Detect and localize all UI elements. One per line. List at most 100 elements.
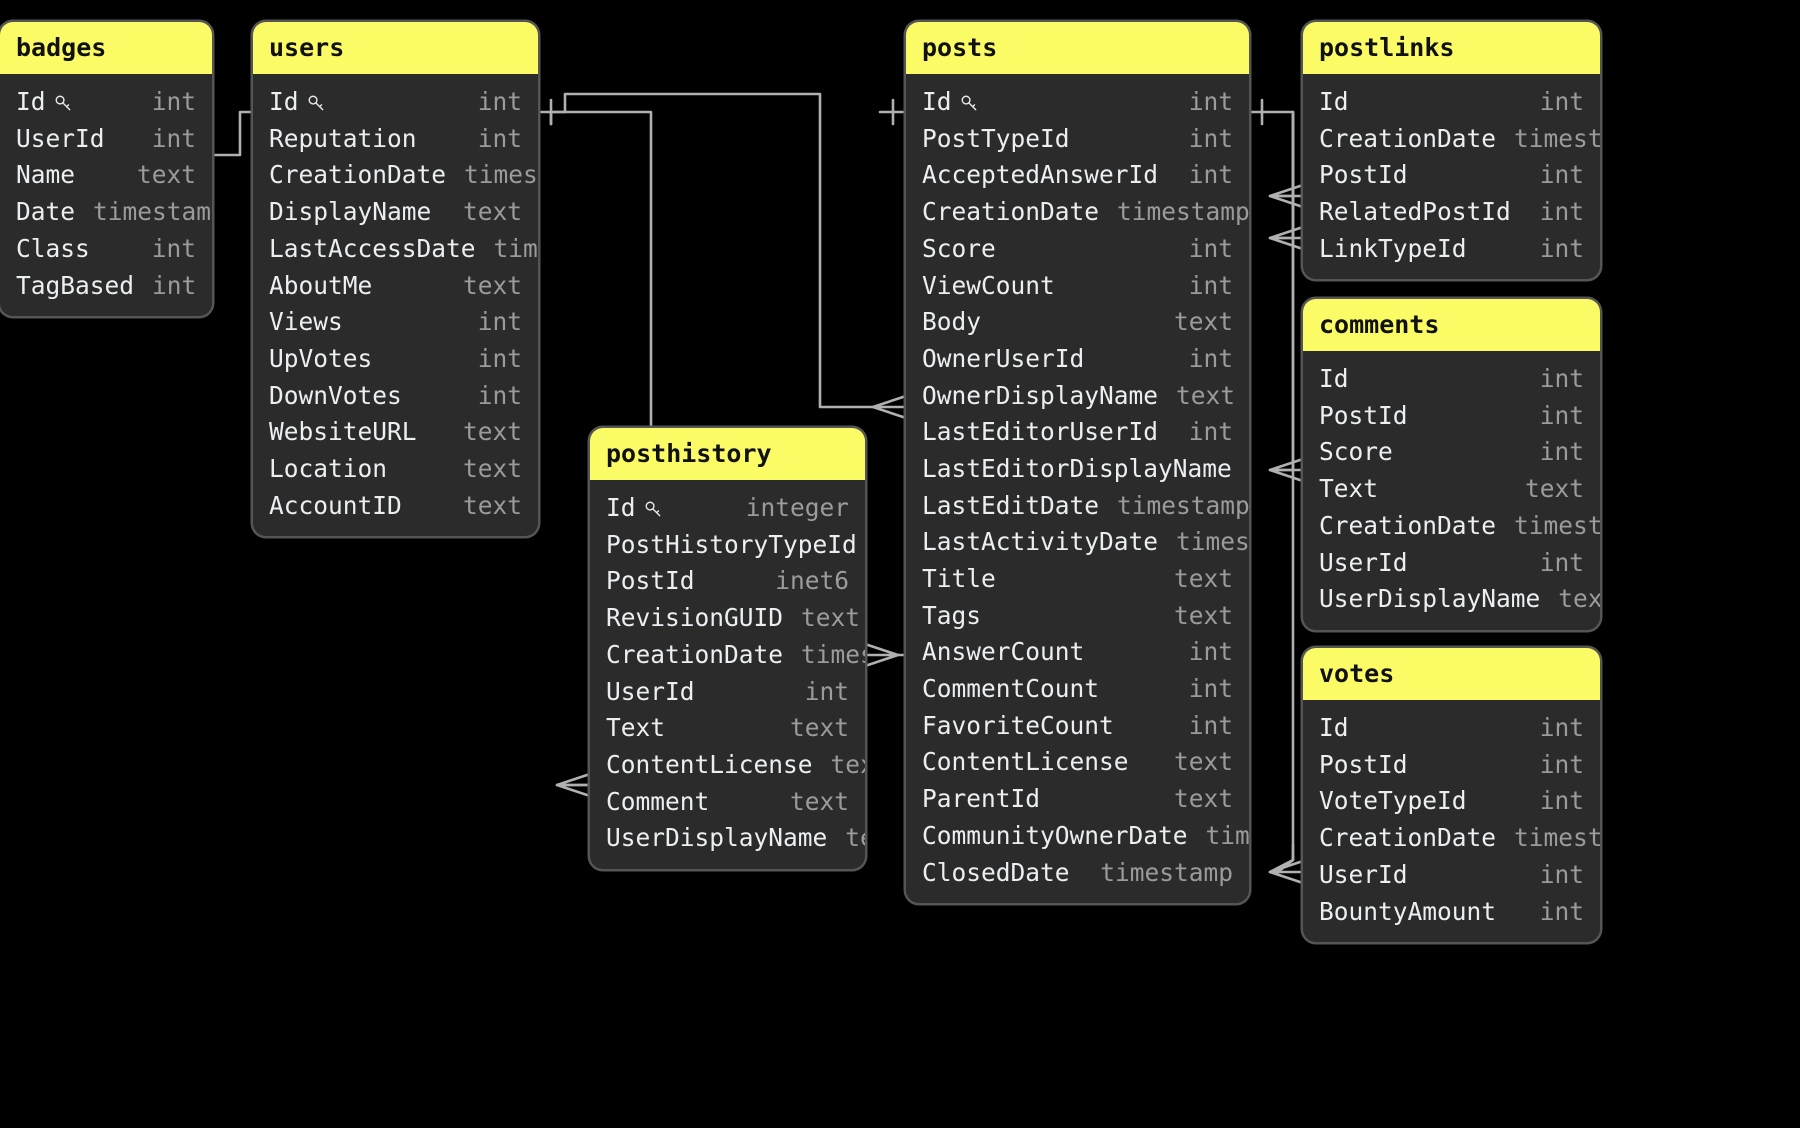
er-column-users-lastaccessdate[interactable]: LastAccessDatetimestamp — [253, 231, 538, 268]
er-column-type-posts-ownerdisplayname: text — [1176, 380, 1236, 410]
er-column-name-users-views: Views — [269, 310, 343, 335]
er-table-title-comments: comments — [1303, 299, 1600, 351]
er-column-badges-tagbased[interactable]: TagBased int — [0, 267, 212, 304]
er-column-type-posthistory-posthistorytypeid: int — [857, 533, 865, 558]
er-column-postlinks-id[interactable]: Id int — [1303, 84, 1600, 121]
er-column-label: Comment — [606, 786, 710, 816]
er-column-type-postlinks-id: int — [1539, 87, 1584, 117]
er-table-posthistory[interactable]: posthistory IdintegerPostHistoryTypeIdin… — [590, 428, 865, 869]
er-column-type-posthistory-comment: text — [789, 786, 849, 816]
er-column-label: Id — [1319, 87, 1349, 117]
er-column-type-posthistory-revisionguid: text — [801, 603, 861, 633]
er-column-posthistory-posthistorytypeid[interactable]: PostHistoryTypeIdint — [590, 527, 865, 564]
er-column-name-badges-tagbased: TagBased — [16, 273, 134, 299]
er-column-posts-lastactivitydate[interactable]: LastActivityDatetimestamp — [906, 524, 1249, 561]
er-column-name-users-lastaccessdate: LastAccessDate — [269, 233, 476, 263]
er-column-name-postlinks-relatedpostid: RelatedPostId — [1319, 200, 1511, 225]
er-column-label: Title — [922, 564, 996, 594]
er-table-title-badges: badges — [0, 22, 212, 74]
er-column-comments-userdisplayname[interactable]: UserDisplayNametext — [1303, 581, 1600, 618]
er-column-posts-lasteditordisplayname[interactable]: LastEditorDisplayNametext — [906, 451, 1249, 488]
er-table-postlinks[interactable]: postlinks IdintCreationDatetimestampPost… — [1303, 22, 1600, 280]
er-column-name-postlinks-id: Id — [1319, 90, 1349, 115]
er-column-posts-communityownerdate[interactable]: CommunityOwnerDatetimestamp — [906, 818, 1249, 855]
er-column-label: LastAccessDate — [269, 233, 476, 263]
er-column-label: PostTypeId — [922, 123, 1070, 153]
er-column-type-posts-commentcount: int — [1188, 674, 1233, 704]
er-column-posthistory-comment[interactable]: Comment text — [590, 784, 865, 821]
er-column-name-users-aboutme: AboutMe — [269, 273, 372, 299]
er-column-posthistory-userdisplayname[interactable]: UserDisplayNametext — [590, 820, 865, 857]
er-column-type-badges-class: int — [151, 233, 196, 263]
er-table-title-posts: posts — [906, 22, 1249, 74]
er-column-label: PostId — [1319, 749, 1408, 779]
er-column-type-badges-tagbased: int — [152, 270, 197, 300]
